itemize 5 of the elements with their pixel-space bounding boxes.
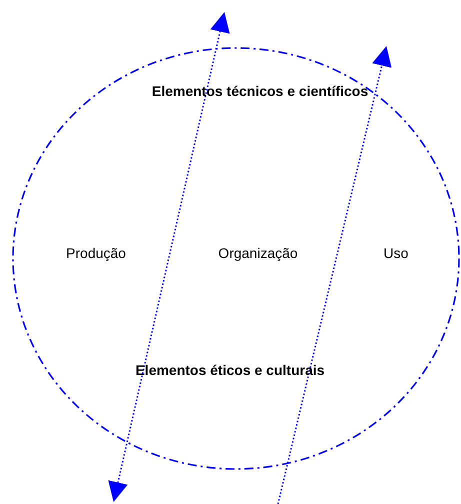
text-label: Organização: [218, 245, 298, 261]
text-label: Uso: [384, 245, 408, 261]
heading-text: Elementos técnicos e científicos: [152, 83, 368, 99]
heading-text: Elementos éticos e culturais: [135, 362, 325, 378]
text-label: Produção: [66, 245, 126, 261]
